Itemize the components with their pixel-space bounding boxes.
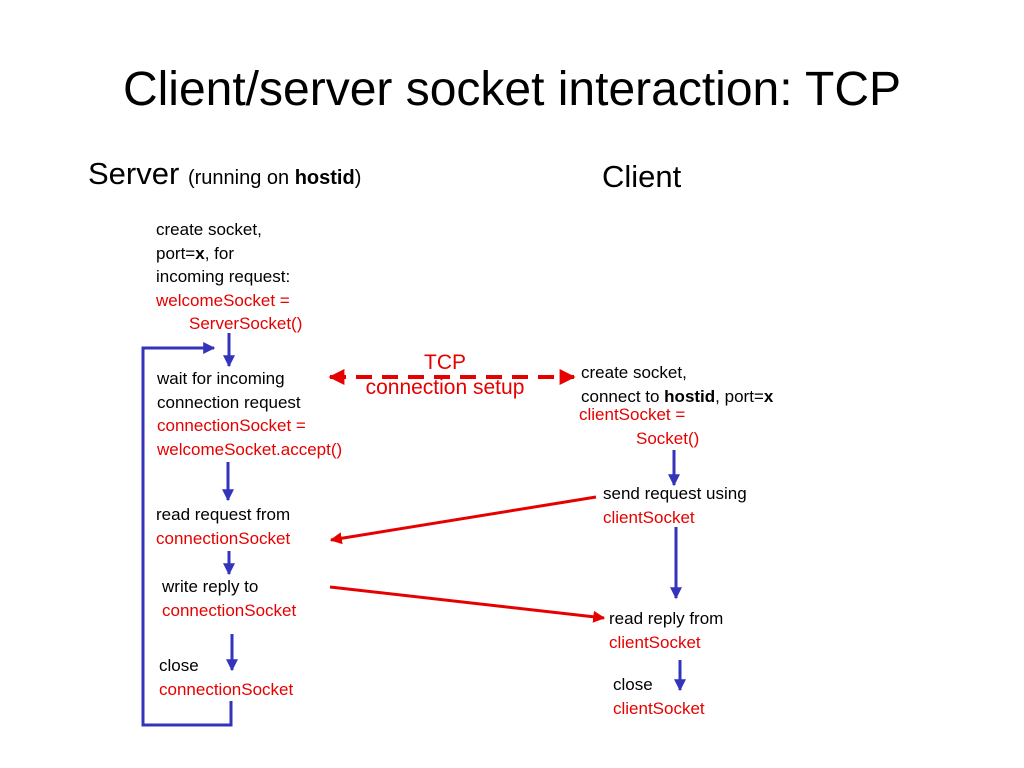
server-heading-label: Server <box>88 156 180 191</box>
client-read-step: read reply from clientSocket <box>609 607 723 654</box>
server-create-code1: welcomeSocket = <box>156 290 290 310</box>
server-create-socket-step: create socket, port=x, for incoming requ… <box>156 218 302 336</box>
client-send-code1: clientSocket <box>603 507 695 527</box>
server-create-line3: incoming request: <box>156 267 291 286</box>
client-read-line1: read reply from <box>609 609 724 628</box>
client-create-code1: clientSocket = <box>579 405 686 424</box>
server-close-code1: connectionSocket <box>159 679 294 699</box>
server-create-line2: port=x, for <box>156 242 302 266</box>
server-close-step: close connectionSocket <box>159 654 293 701</box>
client-create-hostid: hostid <box>664 386 716 406</box>
server-host-note: (running on hostid) <box>188 167 361 189</box>
server-host-note-close: ) <box>354 167 362 189</box>
client-create-port-label: , port= <box>715 386 764 406</box>
server-create-port-value: x <box>195 243 205 263</box>
server-wait-code2: welcomeSocket.accept() <box>157 439 343 459</box>
reply-message-arrow <box>329 585 606 623</box>
server-host-note-hostid: hostid <box>294 167 355 189</box>
server-write-line1: write reply to <box>162 577 259 596</box>
client-create-code2: Socket() <box>636 428 700 448</box>
client-send-step: send request using clientSocket <box>603 482 747 529</box>
client-create-connect-label: connect to <box>581 386 665 406</box>
client-create-code: clientSocket = Socket() <box>579 403 699 450</box>
server-wait-line2: connection request <box>157 392 301 412</box>
server-read-step: read request from connectionSocket <box>156 503 290 550</box>
tcp-label-line1: TCP <box>424 351 466 374</box>
request-message-arrow <box>329 495 597 545</box>
server-loop-arrow <box>141 342 233 727</box>
server-read-line1: read request from <box>156 505 291 524</box>
server-write-code1: connectionSocket <box>162 600 297 620</box>
server-close-line1: close <box>159 656 199 675</box>
page-title: Client/server socket interaction: TCP <box>122 63 902 116</box>
server-wait-line1: wait for incoming <box>157 369 285 388</box>
server-write-step: write reply to connectionSocket <box>162 575 296 622</box>
client-close-step: close clientSocket <box>613 673 705 720</box>
server-create-port-label: port= <box>156 243 196 263</box>
server-heading: Server (running on hostid) <box>88 156 361 192</box>
server-wait-step: wait for incoming connection request con… <box>157 367 342 461</box>
server-host-note-open: (running on <box>187 167 295 189</box>
client-read-code1: clientSocket <box>609 632 701 652</box>
client-close-line1: close <box>613 675 653 694</box>
client-close-code1: clientSocket <box>613 698 705 718</box>
client-create-line1: create socket, <box>581 363 687 382</box>
server-create-code2: ServerSocket() <box>189 314 303 333</box>
client-send-line1: send request using <box>603 484 747 503</box>
server-wait-code1: connectionSocket = <box>157 416 306 435</box>
client-heading: Client <box>602 159 682 194</box>
client-create-port-value: x <box>763 386 774 406</box>
server-create-line2-suffix: , for <box>204 243 234 263</box>
client-create-socket-step: create socket, connect to hostid, port=x <box>581 361 773 408</box>
client-create-line2: connect to hostid, port=x <box>581 385 773 409</box>
server-read-code1: connectionSocket <box>156 528 291 548</box>
server-create-line1: create socket, <box>156 220 262 239</box>
